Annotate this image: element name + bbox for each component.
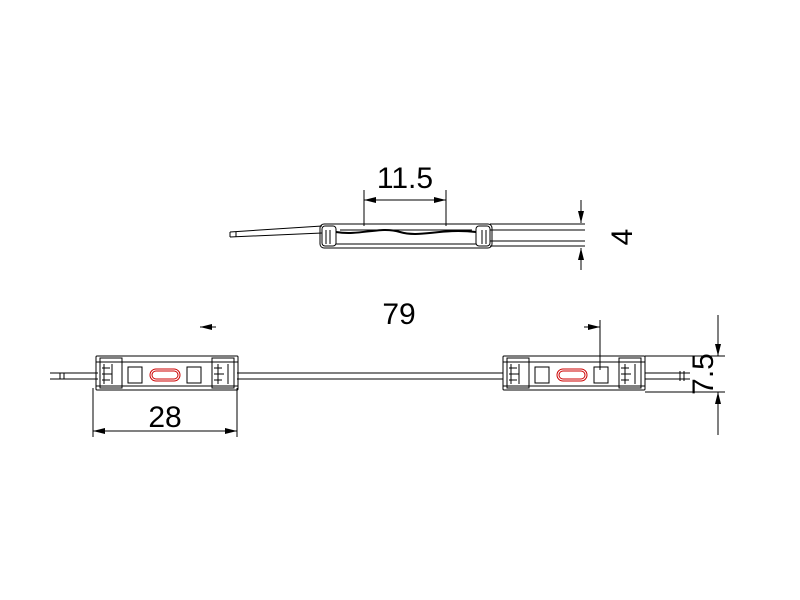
- end-cap-left: [99, 357, 123, 389]
- resistor: [556, 368, 588, 382]
- dimension-width-top: [363, 190, 447, 226]
- wire-right-profile: [490, 223, 585, 247]
- front-view: [50, 315, 725, 437]
- wire-connecting: [237, 372, 503, 380]
- end-cap-right: [618, 357, 642, 389]
- led-chip-2: [186, 366, 202, 384]
- led-module-left: [95, 355, 239, 391]
- dimension-label-module-length: 28: [148, 401, 181, 434]
- led-chip-1: [534, 366, 550, 384]
- end-cap-left: [506, 357, 530, 389]
- dimension-label-spacing: 79: [382, 298, 415, 331]
- resistor: [149, 368, 181, 382]
- dimension-spacing: [200, 320, 601, 370]
- dimension-label-height-top: 4: [606, 229, 639, 246]
- dimension-module-height: [645, 315, 725, 435]
- dimension-label-width-top: 11.5: [377, 162, 433, 195]
- led-chip-2: [593, 366, 609, 384]
- end-cap-right: [211, 357, 235, 389]
- wire-left-front: [50, 372, 98, 380]
- module-body-profile: [319, 223, 493, 249]
- led-chip-1: [127, 366, 143, 384]
- wire-right-front: [645, 371, 690, 381]
- dimension-label-module-height: 7.5: [687, 353, 720, 395]
- wire-left-profile: [229, 225, 323, 238]
- side-profile-view: [229, 190, 585, 270]
- dimension-module-length: [92, 388, 238, 437]
- led-module-right: [502, 355, 646, 391]
